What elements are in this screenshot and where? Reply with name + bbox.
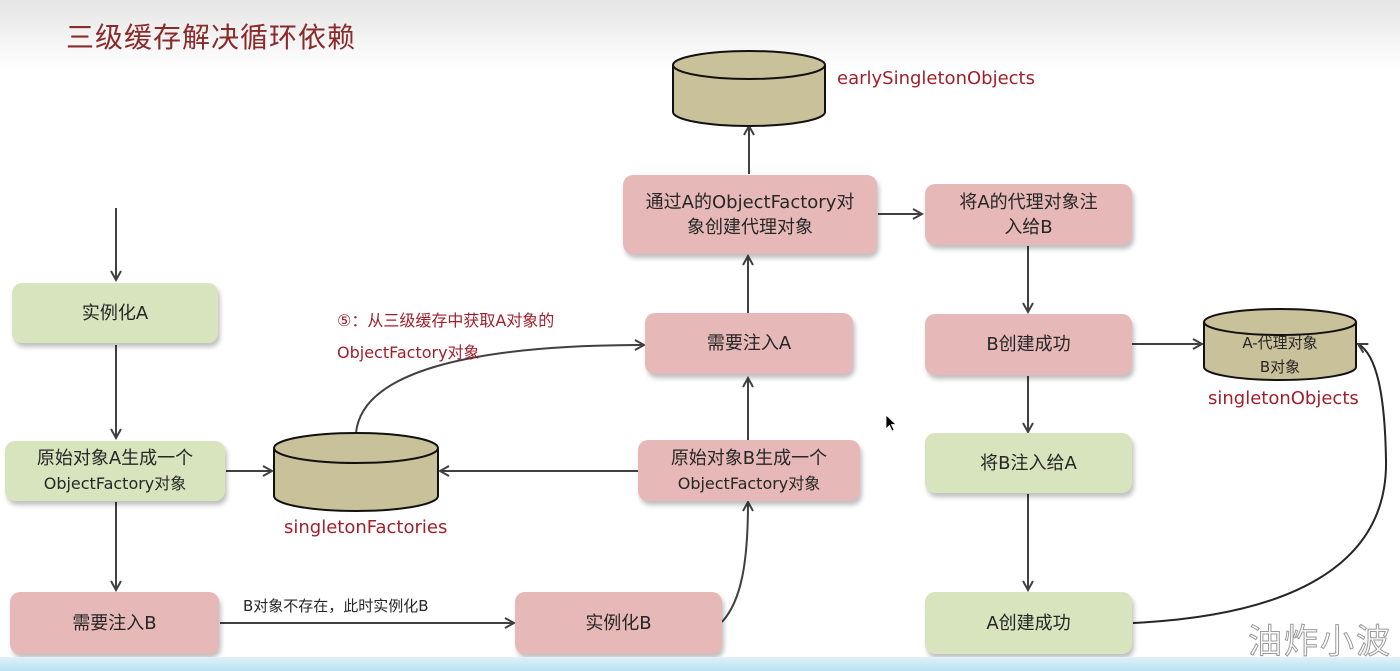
cache-factories-label: singletonFactories <box>284 517 448 538</box>
node-a-object-factory-line1: 原始对象A生成一个 <box>36 448 194 469</box>
node-need-inject-b-label: 需要注入B <box>72 612 157 634</box>
arrow-cache3-to-needA <box>355 345 644 434</box>
node-instantiate-a: 实例化A <box>12 283 218 343</box>
cache-early-singleton-objects <box>672 50 826 127</box>
annotation-step5-line1: ⑤：从三级缓存中获取A对象的 <box>337 311 555 330</box>
node-instantiate-b: 实例化B <box>515 592 722 654</box>
arrow-instB-to-factoryB <box>721 502 748 623</box>
cache-singletons-content-line2: B对象 <box>1259 358 1301 376</box>
node-need-inject-b: 需要注入B <box>10 592 219 654</box>
mouse-cursor-icon <box>885 414 898 432</box>
node-inject-proxy-to-b-line1: 将A的代理对象注 <box>959 191 1098 213</box>
node-instantiate-a-label: 实例化A <box>81 302 149 324</box>
cache-singletons-content-line1: A-代理对象 <box>1242 334 1318 352</box>
node-create-proxy: 通过A的ObjectFactory对 象创建代理对象 <box>623 175 877 254</box>
node-a-object-factory-line2: ObjectFactory对象 <box>43 474 187 493</box>
node-need-inject-a: 需要注入A <box>645 313 853 374</box>
node-inject-b-to-a-label: 将B注入给A <box>980 452 1077 474</box>
node-inject-b-to-a: 将B注入给A <box>925 433 1132 493</box>
node-b-object-factory: 原始对象B生成一个 ObjectFactory对象 <box>638 440 860 501</box>
node-inject-proxy-to-b: 将A的代理对象注 入给B <box>925 184 1132 245</box>
cache-early-label: earlySingletonObjects <box>837 68 1035 89</box>
arrow-Acreated-to-cache1 <box>1132 344 1388 624</box>
node-b-object-factory-line1: 原始对象B生成一个 <box>670 447 828 469</box>
cache-singleton-factories <box>273 432 439 512</box>
cache-singletons-label: singletonObjects <box>1208 388 1359 409</box>
node-a-object-factory: 原始对象A生成一个 ObjectFactory对象 <box>5 441 225 501</box>
watermark: 油炸小波 <box>1248 622 1392 663</box>
node-b-created: B创建成功 <box>925 314 1132 375</box>
node-need-inject-a-label: 需要注入A <box>706 333 792 354</box>
node-a-created: A创建成功 <box>925 592 1132 654</box>
node-b-object-factory-line2: ObjectFactory对象 <box>677 473 821 493</box>
node-a-created-label: A创建成功 <box>986 612 1071 634</box>
annotation-step5-line2: ObjectFactory对象 <box>337 343 480 362</box>
cache-singleton-objects <box>1203 308 1357 381</box>
node-create-proxy-line2: 象创建代理对象 <box>687 216 813 238</box>
annotation-b-not-exist: B对象不存在，此时实例化B <box>243 597 429 615</box>
bottom-decoration <box>0 657 1400 671</box>
cache-singletons-content: A-代理对象 B对象 <box>1204 331 1356 379</box>
node-b-created-label: B创建成功 <box>986 334 1071 355</box>
diagram-title: 三级缓存解决循环依赖 <box>66 21 357 54</box>
node-create-proxy-line1: 通过A的ObjectFactory对 <box>645 191 855 213</box>
node-instantiate-b-label: 实例化B <box>585 612 652 634</box>
node-inject-proxy-to-b-line2: 入给B <box>1004 216 1053 238</box>
